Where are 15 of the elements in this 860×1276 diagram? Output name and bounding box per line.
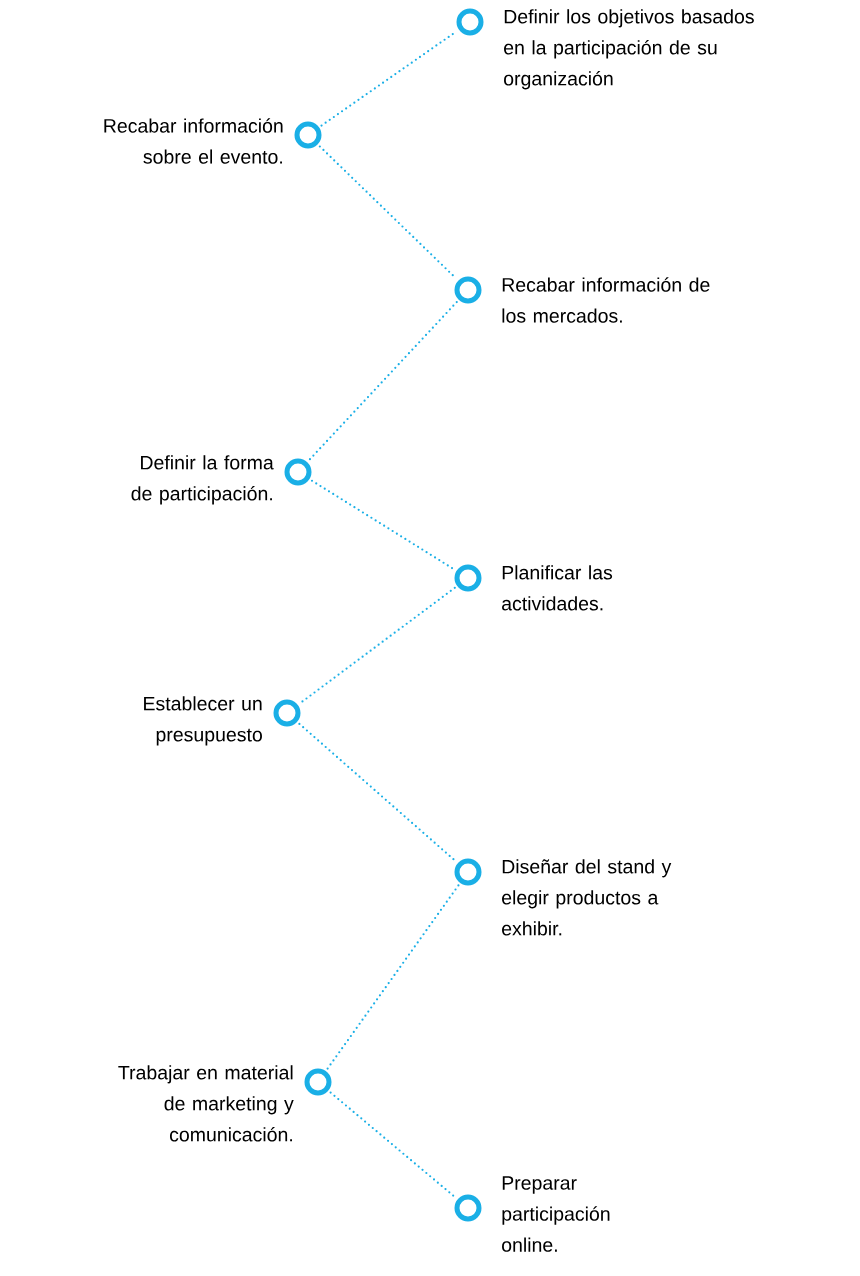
dotted-connector — [298, 722, 457, 863]
step-label: Diseñar del stand y elegir productos a exhibir. — [502, 859, 672, 936]
dotted-connector — [308, 300, 458, 462]
step-label: Definir los objetivos basados en la participación de su organización — [504, 9, 754, 90]
step-label: Recabar información de los mercados. — [502, 277, 710, 323]
step-label: Planificar las actividades. — [502, 565, 613, 611]
step-label: Establecer un presupuesto — [144, 696, 262, 746]
step-label: Definir la forma de participación. — [131, 455, 274, 505]
step-label: Recabar información sobre el evento. — [104, 118, 283, 164]
step-label: Trabajar en material de marketing y comunicación. — [118, 1065, 294, 1142]
dotted-connector — [326, 884, 460, 1070]
dotted-connector — [310, 479, 456, 571]
step-label: Preparar participación online. — [502, 1176, 610, 1252]
dotted-connector — [299, 586, 456, 705]
dotted-connector — [329, 1091, 457, 1199]
